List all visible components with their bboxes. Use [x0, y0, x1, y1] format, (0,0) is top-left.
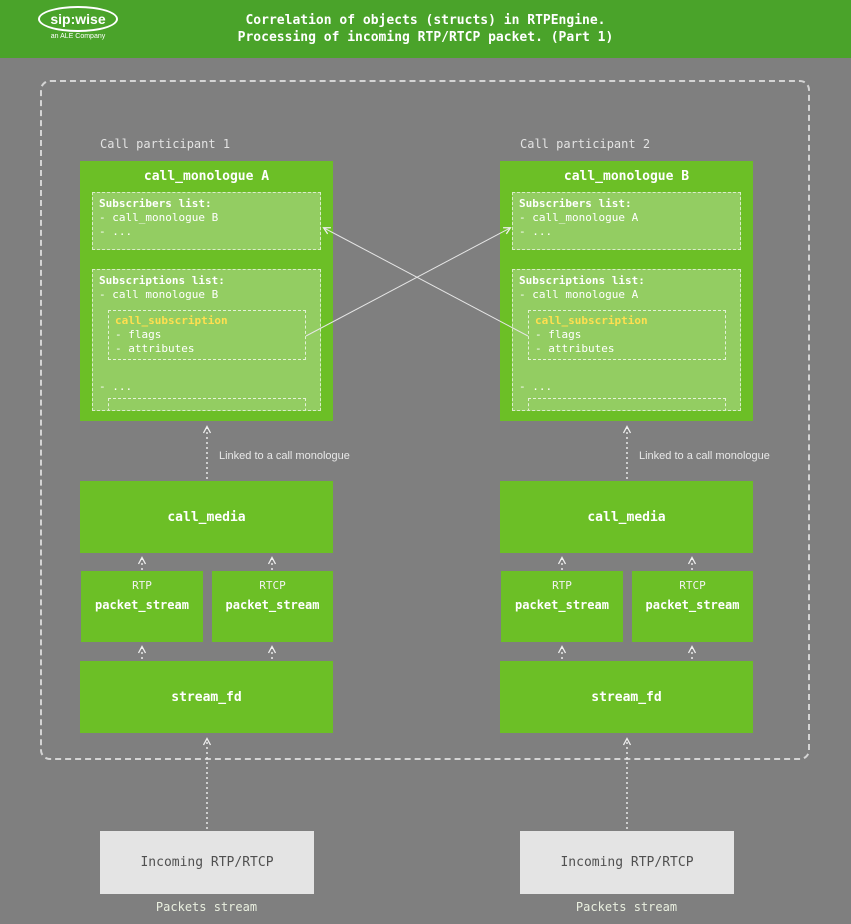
linked-to-monologue-label-1: Linked to a call monologue [219, 450, 350, 462]
rtcp-label-2: RTCP [679, 579, 706, 592]
call-monologue-a-title: call_monologue A [143, 169, 270, 184]
subscribers-list-b: Subscribers list: - call_monologue A - .… [512, 192, 741, 250]
header-bar: sip:wise an ALE Company Correlation of o… [0, 0, 851, 58]
packet-stream-rtp-title-2: packet_stream [515, 598, 609, 612]
packet-stream-rtp-box-2: RTP packet_stream [501, 571, 623, 642]
subscribers-list-b-more: - ... [519, 225, 553, 238]
packet-stream-rtcp-title-2: packet_stream [645, 598, 740, 612]
call-subscription-box-a: call_subscription - flags - attributes [108, 310, 306, 360]
call-subscription-a-flags: - flags [115, 328, 162, 341]
call-subscription-a-attributes: - attributes [115, 342, 195, 355]
call-subscription-box-b: call_subscription - flags - attributes [528, 310, 726, 360]
header-title-line2: Processing of incoming RTP/RTCP packet. … [237, 30, 614, 45]
subscriptions-list-b-item: - call monologue A [519, 288, 639, 301]
sipwise-logo-bubble: sip:wise [38, 6, 118, 32]
subscriptions-list-a-title: Subscriptions list: [99, 274, 225, 287]
stream-fd-box-2: stream_fd [500, 661, 753, 733]
incoming-rtp-rtcp-box-1: Incoming RTP/RTCP [100, 831, 314, 894]
subscribers-list-b-item: - call_monologue A [519, 211, 639, 224]
rtp-label-2: RTP [552, 579, 572, 592]
linked-to-monologue-label-2: Linked to a call monologue [639, 450, 770, 462]
subscribers-list-a-title: Subscribers list: [99, 197, 212, 210]
stream-fd-box-1: stream_fd [80, 661, 333, 733]
subscriptions-list-b-title: Subscriptions list: [519, 274, 645, 287]
packet-stream-rtp-box-1: RTP packet_stream [81, 571, 203, 642]
call-monologue-b-title: call_monologue B [563, 169, 690, 184]
call-subscription-partial-box-b [528, 398, 726, 410]
incoming-rtp-rtcp-box-2: Incoming RTP/RTCP [520, 831, 734, 894]
call-monologue-b-box: call_monologue B Subscribers list: - cal… [500, 161, 753, 421]
call-subscription-b-title: call_subscription [535, 314, 648, 327]
rtp-label-1: RTP [132, 579, 152, 592]
call-subscription-b-attributes: - attributes [535, 342, 615, 355]
diagram-boundary [40, 80, 810, 760]
call-subscription-b-flags: - flags [535, 328, 582, 341]
packet-stream-rtcp-box-1: RTCP packet_stream [212, 571, 333, 642]
subscriptions-list-b: Subscriptions list: - call monologue A c… [512, 269, 741, 411]
subscribers-list-a-item: - call_monologue B [99, 211, 219, 224]
subscriptions-list-a-more: - ... [99, 380, 133, 393]
packet-stream-rtp-title-1: packet_stream [95, 598, 189, 612]
participant-2-label: Call participant 2 [520, 137, 651, 151]
subscriptions-list-a-item: - call monologue B [99, 288, 219, 301]
subscribers-list-b-title: Subscribers list: [519, 197, 632, 210]
packets-stream-label-2: Packets stream [575, 900, 678, 914]
call-media-box-2: call_media [500, 481, 753, 553]
rtcp-label-1: RTCP [259, 579, 286, 592]
participant-1-label: Call participant 1 [100, 137, 231, 151]
subscriptions-list-a: Subscriptions list: - call monologue B c… [92, 269, 321, 411]
packets-stream-label-1: Packets stream [155, 900, 258, 914]
subscriptions-list-b-more: - ... [519, 380, 553, 393]
sipwise-logo: sip:wise an ALE Company [30, 6, 126, 40]
call-media-box-1: call_media [80, 481, 333, 553]
call-monologue-a-box: call_monologue A Subscribers list: - cal… [80, 161, 333, 421]
subscribers-list-a: Subscribers list: - call_monologue B - .… [92, 192, 321, 250]
call-subscription-a-title: call_subscription [115, 314, 228, 327]
header-title-line1: Correlation of objects (structs) in RTPE… [245, 13, 606, 28]
call-subscription-partial-box-a [108, 398, 306, 410]
packet-stream-rtcp-box-2: RTCP packet_stream [632, 571, 753, 642]
subscribers-list-a-more: - ... [99, 225, 133, 238]
header-title: Correlation of objects (structs) in RTPE… [238, 12, 614, 46]
sipwise-logo-tagline: an ALE Company [50, 33, 106, 40]
packet-stream-rtcp-title-1: packet_stream [225, 598, 320, 612]
